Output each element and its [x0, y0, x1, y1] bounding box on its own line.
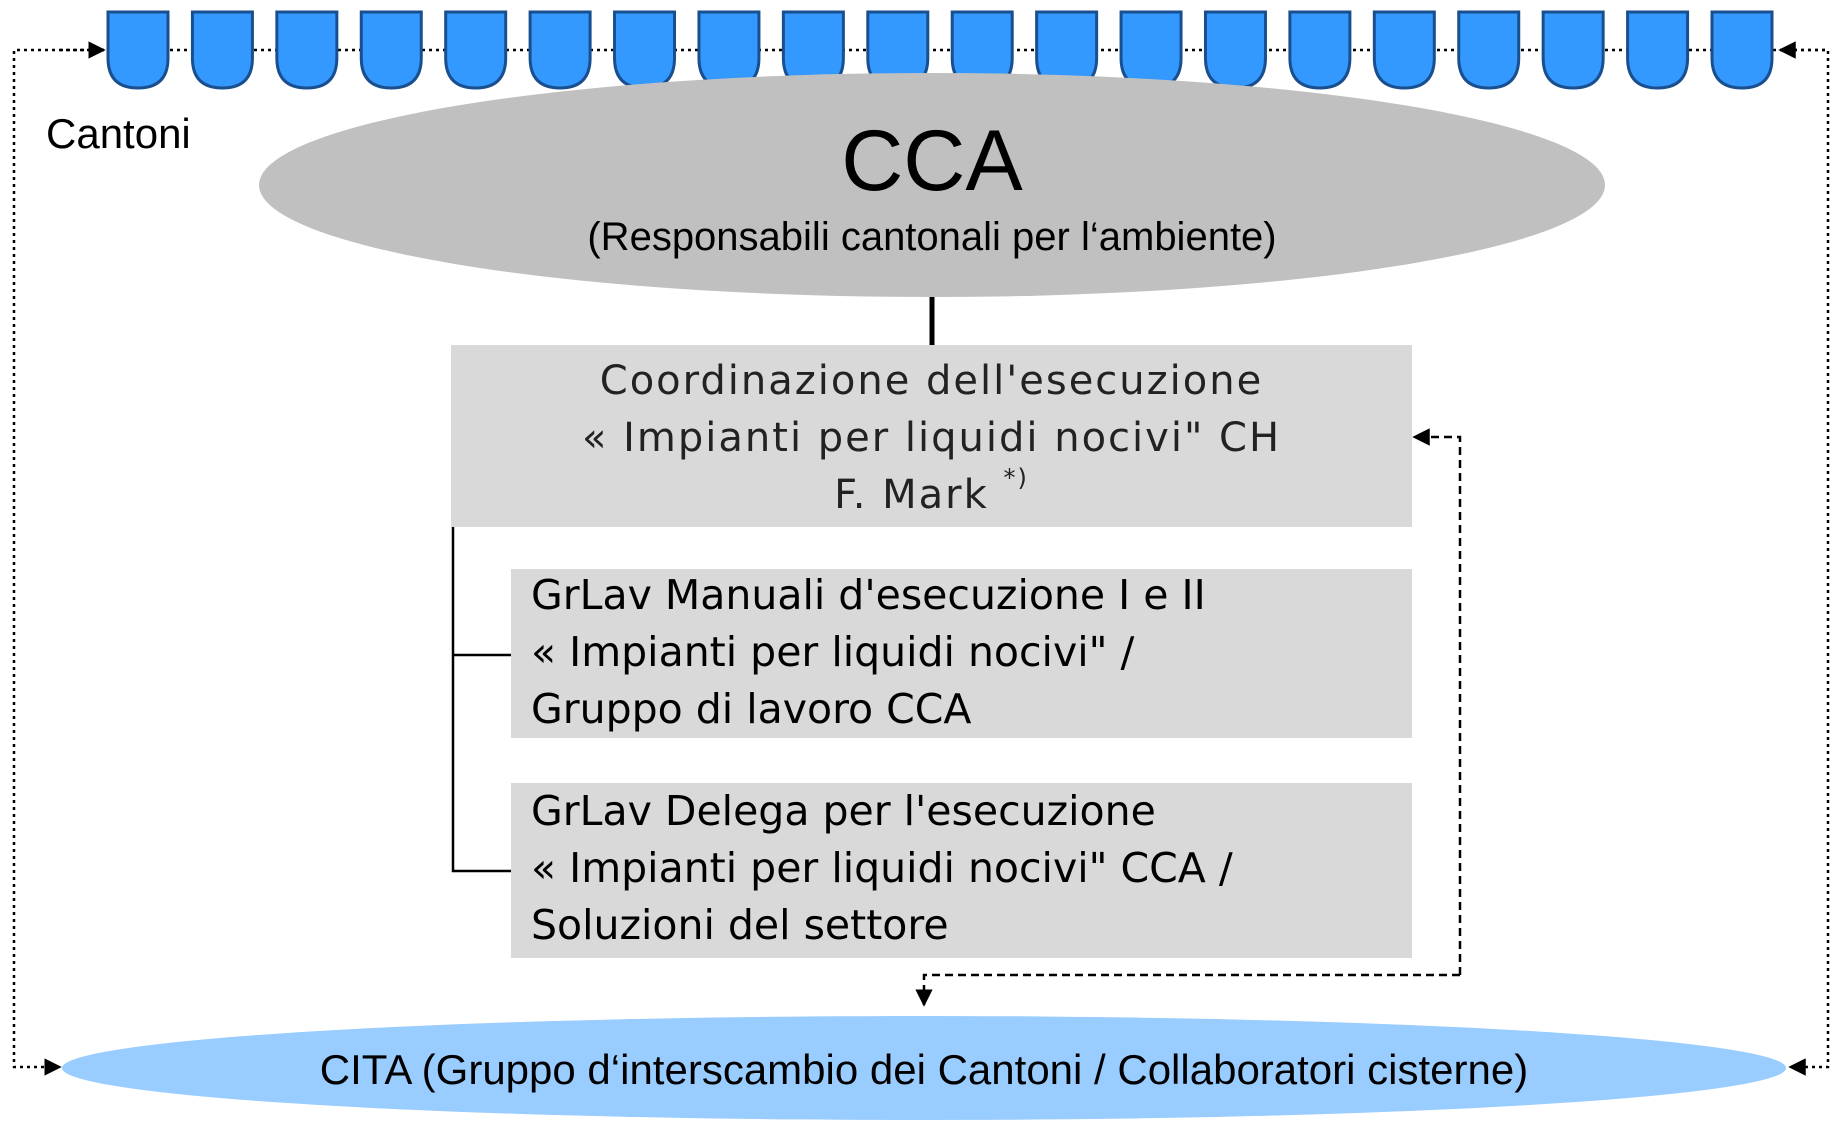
- canton-shield-icon: [1626, 10, 1690, 90]
- right-dotted-connector: [1780, 48, 1830, 1076]
- coordination-line-1: Coordinazione dell'esecuzione: [599, 358, 1264, 404]
- canton-shield-icon: [1203, 10, 1267, 90]
- coordination-line-3: F. Mark *): [451, 464, 1412, 524]
- canton-shield-icon: [275, 10, 339, 90]
- canton-shield-icon: [444, 10, 508, 90]
- canton-shield-icon: [528, 10, 592, 90]
- grlav-manuali-box: [511, 569, 1412, 738]
- canton-shield-icon: [1119, 10, 1183, 90]
- canton-shield-icon: [1457, 10, 1521, 90]
- grlav-delega-text: GrLav Delega per l'esecuzione « Impianti…: [531, 783, 1233, 954]
- cita-ellipse: [62, 1016, 1786, 1120]
- grlav-delega-line-3: Soluzioni del settore: [531, 901, 949, 949]
- cita-label: CITA (Gruppo d‘interscambio dei Cantoni …: [320, 1046, 1528, 1093]
- coordination-person: F. Mark: [834, 472, 1004, 518]
- grlav-manuali-text: GrLav Manuali d'esecuzione I e II « Impi…: [531, 567, 1206, 738]
- coordination-text: Coordinazione dell'esecuzione « Impianti…: [451, 353, 1412, 524]
- coordination-footnote-mark: *): [1003, 464, 1029, 492]
- canton-shield-icon: [359, 10, 423, 90]
- grlav-manuali-line-3: Gruppo di lavoro CCA: [531, 685, 972, 733]
- grlav-manuali-line-1: GrLav Manuali d'esecuzione I e II: [531, 571, 1206, 619]
- grlav-manuali-line-2: « Impianti per liquidi nocivi" /: [531, 628, 1135, 676]
- tree-connector: [451, 527, 511, 873]
- dashed-connector-right: [1412, 428, 1462, 975]
- cca-title: CCA: [841, 113, 1023, 209]
- canton-shield-icon: [106, 10, 170, 90]
- grlav-delega-line-2: « Impianti per liquidi nocivi" CCA /: [531, 844, 1233, 892]
- left-dotted-connector: [12, 48, 104, 1076]
- cca-subtitle: (Responsabili cantonali per l‘ambiente): [587, 215, 1276, 259]
- canton-shield-icon: [1372, 10, 1436, 90]
- canton-shield-icon: [1288, 10, 1352, 90]
- coordination-line-2: « Impianti per liquidi nocivi" CH: [581, 415, 1282, 461]
- canton-shield-icon: [190, 10, 254, 90]
- canton-shield-icon: [1541, 10, 1605, 90]
- grlav-delega-line-1: GrLav Delega per l'esecuzione: [531, 787, 1156, 835]
- coordination-box: [451, 345, 1412, 527]
- dashed-connector-bottom: [915, 973, 1460, 1007]
- canton-shield-icon: [613, 10, 677, 90]
- canton-shield-icon: [697, 10, 761, 90]
- canton-shield-icon: [1710, 10, 1774, 90]
- grlav-delega-box: [511, 783, 1412, 958]
- canton-shields-row: [106, 10, 1774, 90]
- cantoni-label: Cantoni: [46, 110, 191, 157]
- cca-ellipse: [259, 73, 1605, 297]
